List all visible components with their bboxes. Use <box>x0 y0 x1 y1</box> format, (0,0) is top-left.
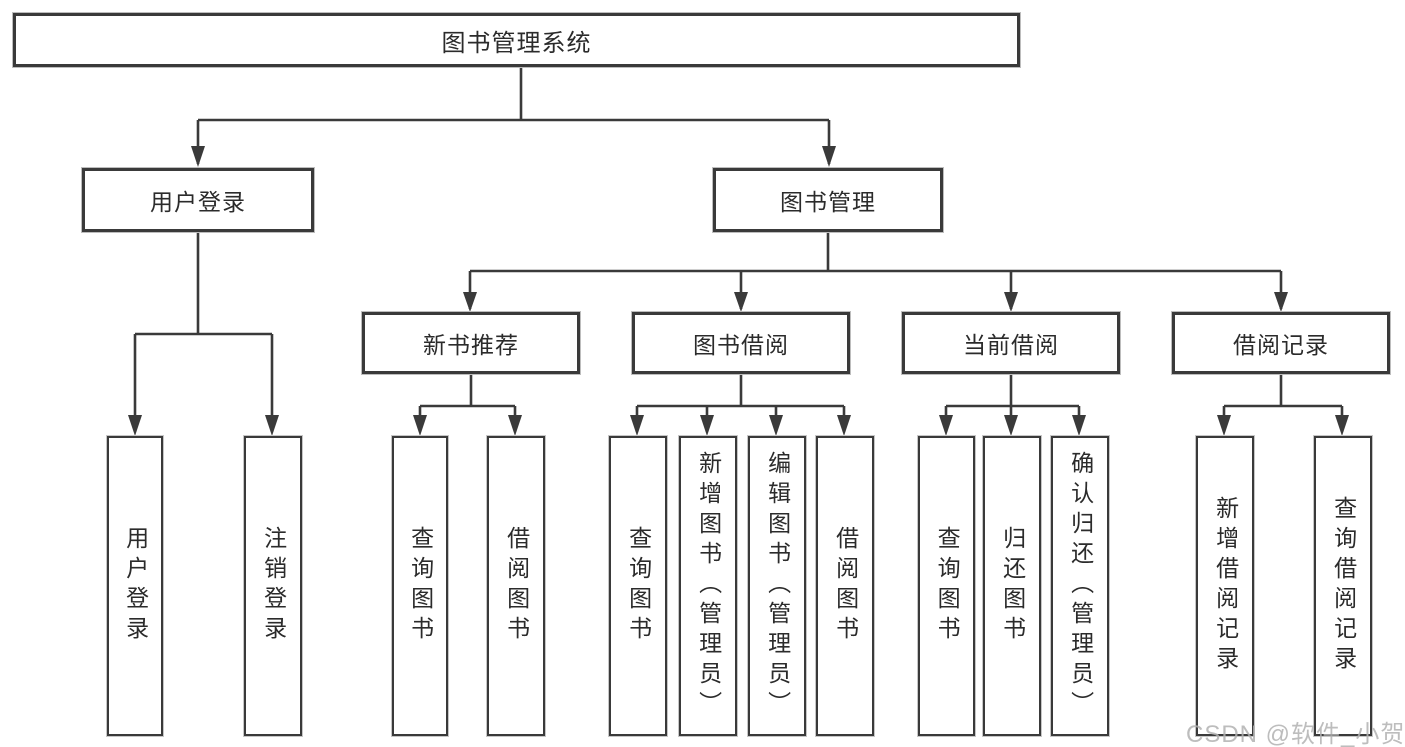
node-label: 借阅图书 <box>832 526 859 646</box>
node-label: 用户登录 <box>150 189 246 215</box>
leaf-edit-book-admin: 编辑图书（管理员） <box>748 436 806 736</box>
node-library-management-system: 图书管理系统 <box>13 13 1020 67</box>
connector-current-borrow-children <box>939 374 1086 436</box>
node-label: 借阅图书 <box>503 526 530 646</box>
leaf-borrow-books-recommend: 借阅图书 <box>487 436 545 736</box>
node-label: 注销登录 <box>260 526 287 646</box>
node-label: 新增借阅记录 <box>1212 496 1239 676</box>
node-label: 查询图书 <box>407 526 434 646</box>
node-label: 用户登录 <box>122 526 149 646</box>
leaf-query-books-current: 查询图书 <box>918 436 975 736</box>
node-book-management: 图书管理 <box>713 168 943 232</box>
node-current-borrow: 当前借阅 <box>902 312 1120 374</box>
node-label: 查询借阅记录 <box>1330 496 1357 676</box>
leaf-return-books: 归还图书 <box>983 436 1041 736</box>
connector-book-borrow-children <box>630 374 851 436</box>
leaf-borrow-books: 借阅图书 <box>816 436 874 736</box>
node-label: 归还图书 <box>999 526 1026 646</box>
node-label: 当前借阅 <box>963 332 1059 358</box>
node-book-borrow: 图书借阅 <box>632 312 850 374</box>
leaf-query-books-recommend: 查询图书 <box>392 436 448 736</box>
node-new-book-recommend: 新书推荐 <box>362 312 580 374</box>
leaf-query-borrow-record: 查询借阅记录 <box>1314 436 1372 736</box>
node-label: 编辑图书（管理员） <box>764 451 791 721</box>
node-borrow-record: 借阅记录 <box>1172 312 1390 374</box>
leaf-user-login: 用户登录 <box>107 436 163 736</box>
node-label: 确认归还（管理员） <box>1067 451 1094 721</box>
node-label: 新书推荐 <box>423 332 519 358</box>
node-label: 查询图书 <box>625 526 652 646</box>
leaf-confirm-return-admin: 确认归还（管理员） <box>1051 436 1109 736</box>
node-label: 借阅记录 <box>1233 332 1329 358</box>
node-user-login: 用户登录 <box>82 168 314 232</box>
node-label: 图书借阅 <box>693 332 789 358</box>
leaf-add-book-admin: 新增图书（管理员） <box>679 436 737 736</box>
connector-borrow-record-children <box>1217 374 1349 436</box>
connector-user-login-children <box>128 232 279 436</box>
leaf-add-borrow-record: 新增借阅记录 <box>1196 436 1254 736</box>
connector-new-book-children <box>413 374 522 436</box>
node-label: 查询图书 <box>934 526 961 646</box>
connector-book-management-children <box>463 232 1288 312</box>
connector-root-to-level2 <box>191 67 836 167</box>
leaf-logout-login: 注销登录 <box>244 436 302 736</box>
node-label: 图书管理 <box>780 189 876 215</box>
node-label: 新增图书（管理员） <box>695 451 722 721</box>
leaf-query-books-borrow: 查询图书 <box>609 436 667 736</box>
node-label: 图书管理系统 <box>441 29 592 57</box>
